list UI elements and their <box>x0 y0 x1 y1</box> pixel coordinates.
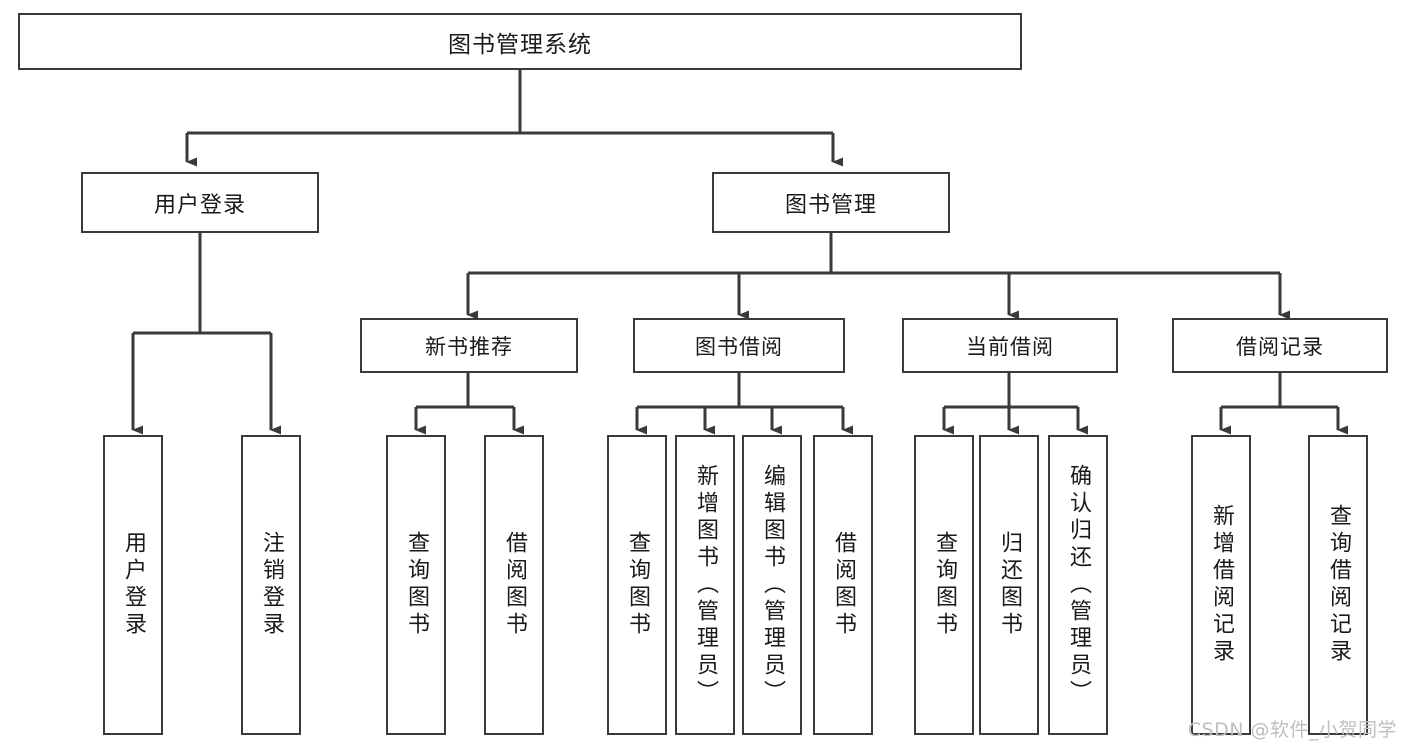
node-leaf-user-logout-label: 注销登录 <box>259 531 284 639</box>
node-root-label: 图书管理系统 <box>448 31 592 58</box>
node-leaf-add-record[interactable]: 新增借阅记录 <box>1191 435 1251 735</box>
node-leaf-query-record-label: 查询借阅记录 <box>1326 504 1351 666</box>
node-leaf-return-book-label: 归还图书 <box>997 531 1022 639</box>
node-leaf-query-book-1[interactable]: 查询图书 <box>386 435 446 735</box>
node-leaf-borrow-book-2[interactable]: 借阅图书 <box>813 435 873 735</box>
node-book-borrow-label: 图书借阅 <box>695 334 783 359</box>
node-leaf-query-book-2-label: 查询图书 <box>625 531 650 639</box>
node-leaf-query-record[interactable]: 查询借阅记录 <box>1308 435 1368 735</box>
node-user-login-label: 用户登录 <box>153 192 246 218</box>
node-book-borrow[interactable]: 图书借阅 <box>633 318 845 373</box>
node-user-login[interactable]: 用户登录 <box>81 172 319 233</box>
node-current-borrow[interactable]: 当前借阅 <box>902 318 1118 373</box>
node-leaf-add-book-label: 新增图书（管理员） <box>693 463 718 707</box>
node-borrow-record-label: 借阅记录 <box>1236 334 1324 359</box>
node-leaf-query-book-2[interactable]: 查询图书 <box>607 435 667 735</box>
node-leaf-borrow-book-1-label: 借阅图书 <box>502 531 527 639</box>
node-root[interactable]: 图书管理系统 <box>18 13 1022 70</box>
node-current-borrow-label: 当前借阅 <box>966 334 1054 359</box>
node-book-manage[interactable]: 图书管理 <box>712 172 950 233</box>
node-new-book-rec[interactable]: 新书推荐 <box>360 318 578 373</box>
node-leaf-edit-book[interactable]: 编辑图书（管理员） <box>742 435 802 735</box>
node-leaf-borrow-book-1[interactable]: 借阅图书 <box>484 435 544 735</box>
node-leaf-query-book-3[interactable]: 查询图书 <box>914 435 974 735</box>
node-leaf-query-book-3-label: 查询图书 <box>932 531 957 639</box>
node-borrow-record[interactable]: 借阅记录 <box>1172 318 1388 373</box>
node-leaf-confirm-return-label: 确认归还（管理员） <box>1066 463 1091 707</box>
node-leaf-user-logout[interactable]: 注销登录 <box>241 435 301 735</box>
node-leaf-add-book[interactable]: 新增图书（管理员） <box>675 435 735 735</box>
node-leaf-confirm-return[interactable]: 确认归还（管理员） <box>1048 435 1108 735</box>
csdn-watermark: CSDN @软件_小贺同学 <box>1187 719 1397 741</box>
node-leaf-user-login-label: 用户登录 <box>121 531 146 639</box>
node-new-book-rec-label: 新书推荐 <box>425 334 513 359</box>
node-leaf-edit-book-label: 编辑图书（管理员） <box>760 463 785 707</box>
node-leaf-return-book[interactable]: 归还图书 <box>979 435 1039 735</box>
node-leaf-add-record-label: 新增借阅记录 <box>1209 504 1234 666</box>
node-leaf-borrow-book-2-label: 借阅图书 <box>831 531 856 639</box>
node-leaf-query-book-1-label: 查询图书 <box>404 531 429 639</box>
node-book-manage-label: 图书管理 <box>784 192 877 218</box>
node-leaf-user-login[interactable]: 用户登录 <box>103 435 163 735</box>
